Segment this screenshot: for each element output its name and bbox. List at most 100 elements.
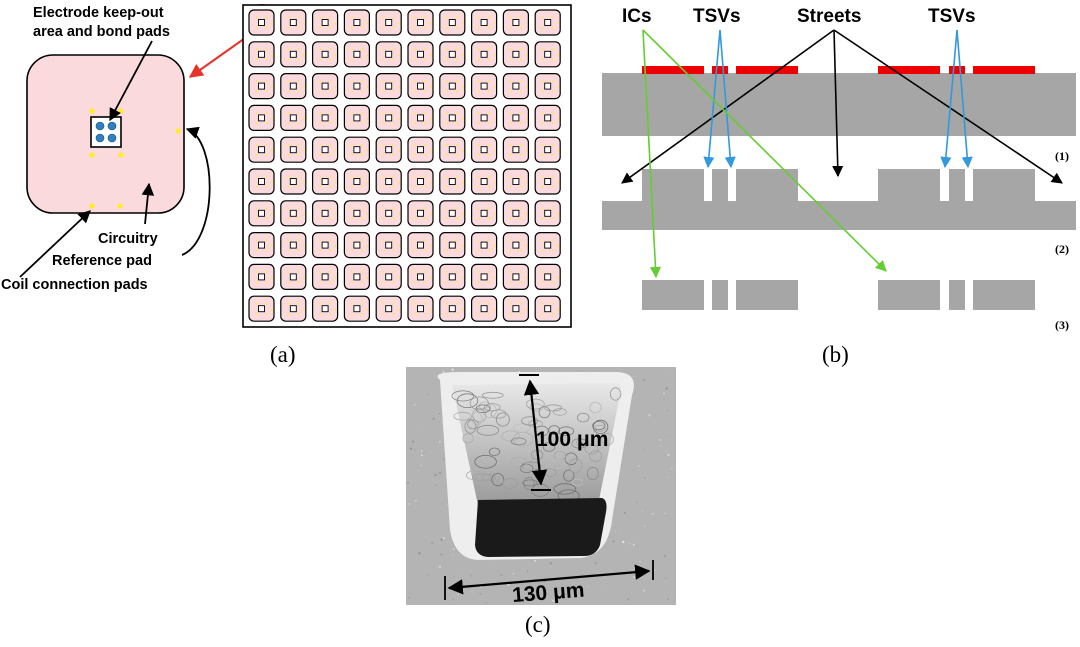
grid-chip-electrode xyxy=(544,50,552,58)
arrow-tsv xyxy=(940,29,958,169)
sem-speck xyxy=(641,510,643,512)
grid-chip-pad xyxy=(361,239,363,242)
grid-chip-pad xyxy=(265,16,268,19)
grid-chip-pad xyxy=(334,213,337,216)
grid-chip-pad xyxy=(329,281,331,283)
grid-chip-pad xyxy=(461,245,464,248)
grid-chip-pad xyxy=(424,16,427,19)
sem-speck xyxy=(596,572,599,574)
tsv-pillar xyxy=(712,169,728,202)
grid-chip-pad xyxy=(551,217,554,220)
step-label-2: (2) xyxy=(1055,242,1069,256)
grid-chip-pad xyxy=(520,112,522,114)
sem-speck xyxy=(500,573,503,577)
grid-chip-electrode xyxy=(353,19,361,26)
sem-speck xyxy=(602,586,604,588)
depth-label: 100 μm xyxy=(536,428,608,451)
sem-speck xyxy=(440,553,443,556)
grid-chip-pad xyxy=(456,48,459,51)
grid-chip-pad xyxy=(361,58,363,61)
grid-chip-electrode xyxy=(448,82,456,90)
grid-chip-pad xyxy=(488,281,490,283)
grid-chip-pad xyxy=(414,16,417,19)
grid-chip-pad xyxy=(351,207,353,210)
grid-chip-pad xyxy=(478,249,480,252)
sidewall-scallop xyxy=(589,450,603,462)
panel-a: Electrode keep-out area and bond pads Ci… xyxy=(1,4,572,367)
grid-chip-pad xyxy=(361,90,363,92)
grid-chip-pad xyxy=(414,122,417,124)
grid-chip-pad xyxy=(520,90,522,92)
grid-chip-pad xyxy=(446,143,449,146)
grid-chip-pad xyxy=(446,207,449,210)
grid-chip-pad xyxy=(334,149,337,152)
grid-chip-pad xyxy=(287,26,290,29)
grid-chip-pad xyxy=(287,153,290,156)
grid-chip-pad xyxy=(382,122,385,124)
grid-chip-pad xyxy=(520,26,522,29)
grid-chip-pad xyxy=(329,271,331,273)
chip-detail xyxy=(26,54,185,214)
grid-chip-pad xyxy=(319,217,321,220)
sem-speck xyxy=(621,540,625,544)
grid-chip-pad xyxy=(414,185,417,188)
grid-chip-pad xyxy=(302,213,305,216)
grid-chip-pad xyxy=(551,185,554,188)
grid-chip-pad xyxy=(398,118,401,120)
sem-speck xyxy=(431,541,434,544)
grid-chip-pad xyxy=(520,207,522,210)
grid-chip-pad xyxy=(265,185,268,188)
grid-chip-pad xyxy=(551,26,554,29)
grid-chip-pad xyxy=(382,48,385,51)
grid-chip-pad xyxy=(351,48,353,51)
grid-chip-pad xyxy=(541,271,544,273)
grid-chip-pad xyxy=(265,207,268,210)
grid-chip-pad xyxy=(478,175,480,178)
step-label-3: (3) xyxy=(1055,318,1069,332)
grid-chip-pad xyxy=(424,122,427,124)
grid-chip-pad xyxy=(382,16,385,19)
sidewall-scallop xyxy=(571,438,588,449)
grid-chip-pad xyxy=(446,281,449,283)
grid-chip-pad xyxy=(297,271,300,273)
sidewall-scallop xyxy=(601,433,614,446)
sem-speck xyxy=(639,560,641,563)
grid-chip-pad xyxy=(424,80,427,82)
grid-chip-pad xyxy=(361,80,363,82)
electrode-dot xyxy=(95,133,105,143)
sem-speck xyxy=(661,444,663,446)
panel-c: 100 μm 130 μm (c) xyxy=(406,367,676,637)
sidewall-scallop xyxy=(491,473,505,487)
grid-chip-pad xyxy=(446,217,449,220)
sem-speck xyxy=(648,413,651,417)
grid-chip-pad xyxy=(488,80,490,82)
grid-chip-pad xyxy=(461,149,464,152)
sidewall-scallop xyxy=(592,419,609,434)
sem-speck xyxy=(490,559,492,562)
sem-speck xyxy=(438,565,441,568)
sem-speck xyxy=(432,417,435,420)
grid-chip-pad xyxy=(551,312,554,315)
sem-speck xyxy=(630,591,633,593)
grid-chip-pad xyxy=(366,245,369,248)
grid-chip-pad xyxy=(430,277,432,279)
grid-chip-pad xyxy=(551,239,554,242)
grid-chip-pad xyxy=(329,217,331,220)
grid-chip-electrode xyxy=(544,273,552,281)
sidewall-scallop xyxy=(584,444,599,455)
label-tsvs-right: TSVs xyxy=(928,6,976,27)
grid-chip-electrode xyxy=(321,305,329,313)
grid-chip-electrode xyxy=(512,82,520,90)
grid-chip-pad xyxy=(287,217,290,220)
grid-chip-pad xyxy=(265,312,268,315)
caption-a: (a) xyxy=(270,342,296,367)
grid-chip-pad xyxy=(461,86,464,88)
grid-chip-pad xyxy=(392,58,395,61)
grid-chip-pad xyxy=(424,143,427,146)
grid-chip-pad xyxy=(319,80,321,82)
grid-chip-pad xyxy=(392,16,395,19)
sidewall-scallop xyxy=(571,478,584,486)
grid-chip-pad xyxy=(557,149,560,152)
grid-chip-pad xyxy=(456,239,459,242)
arrow-tsv xyxy=(703,29,721,169)
